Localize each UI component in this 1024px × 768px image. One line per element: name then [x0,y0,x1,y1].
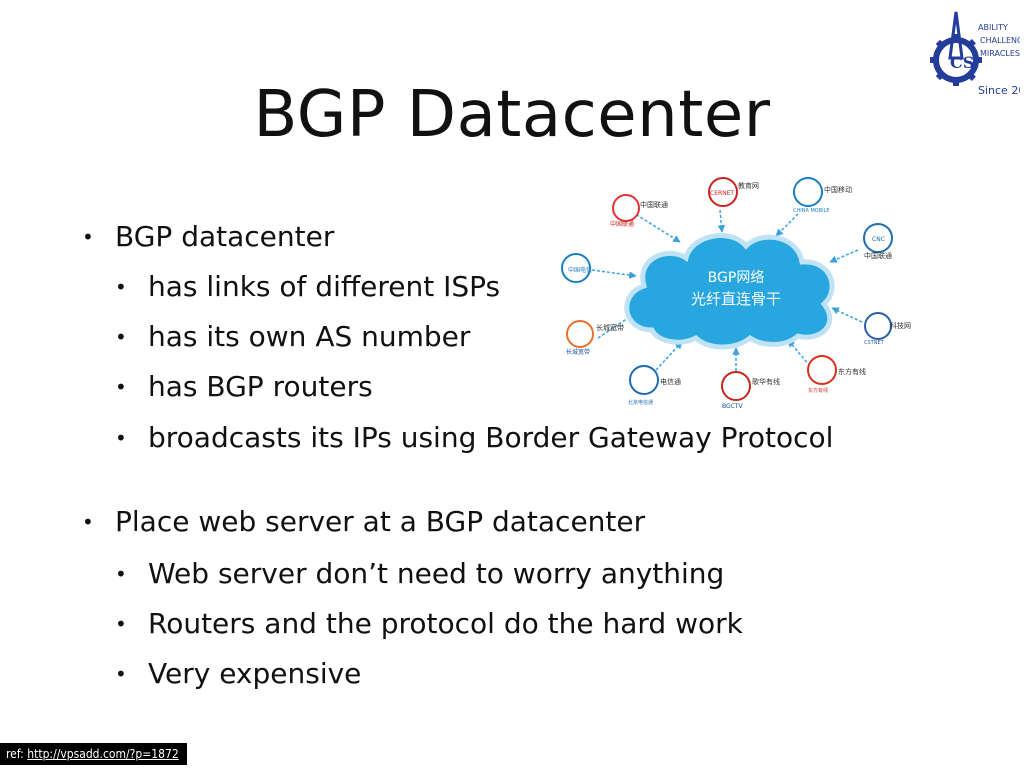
isp-node: 中国移动 CHINA MOBILE [793,177,852,214]
cloud-subtitle: 光纤直连骨干 [691,290,781,308]
svg-text:CSTNET: CSTNET [864,340,885,346]
svg-text:长城宽带: 长城宽带 [566,348,590,356]
svg-text:MIRACLES: MIRACLES [980,49,1020,58]
organization-logo: CS ABILITY CHALLENGE MIRACLES Since 2002 [930,11,1020,97]
svg-text:CS: CS [950,53,974,72]
svg-text:Since 2002: Since 2002 [978,84,1020,97]
slide-title: BGP Datacenter [253,78,771,152]
isp-node: 电信通 北京电信通 [628,365,681,406]
svg-text:歌华有线: 歌华有线 [752,377,780,386]
svg-text:东方有线: 东方有线 [808,387,828,394]
svg-text:CHALLENGE: CHALLENGE [980,36,1020,45]
bullet-item: •has BGP routers [115,370,373,403]
bgp-cloud [624,233,835,350]
bullet-item: •has its own AS number [115,320,471,353]
isp-node: 中国联通 CNC [863,223,893,260]
bullet-item: •Web server don’t need to worry anything [115,557,725,590]
svg-text:中国电信: 中国电信 [568,266,592,274]
isp-node: 中国电信 [561,253,592,283]
reference-footer: ref: http://vpsadd.com/?p=1872 [0,743,187,765]
svg-text:ABILITY: ABILITY [978,23,1008,32]
isp-node: 长城宽带 长城宽带 [566,320,624,356]
bgp-network-diagram: BGP网络 光纤直连骨干 中国联通 中国联通 CERNET 教育网 中国移动 C… [561,177,911,410]
bullet-item: •BGP datacenter [82,220,335,253]
ref-label: ref: [6,747,24,761]
bullet-item: •broadcasts its IPs using Border Gateway… [115,421,834,454]
isp-node: 东方有线 东方有线 [807,355,866,394]
svg-text:电信通: 电信通 [660,377,681,386]
svg-text:教育网: 教育网 [738,181,759,190]
isp-node: CERNET 教育网 [708,177,759,207]
svg-text:BGCTV: BGCTV [722,403,744,410]
bullet-item: •Routers and the protocol do the hard wo… [115,607,743,640]
svg-text:长城宽带: 长城宽带 [596,323,624,332]
svg-text:中国联通: 中国联通 [864,251,892,260]
cloud-title: BGP网络 [708,270,765,286]
svg-text:CERNET: CERNET [710,190,734,197]
bullet-item: •has links of different ISPs [115,270,501,303]
ref-link[interactable]: http://vpsadd.com/?p=1872 [27,747,179,761]
svg-text:北京电信通: 北京电信通 [628,399,653,406]
bullet-item: •Place web server at a BGP datacenter [82,505,646,538]
svg-text:科技网: 科技网 [890,321,911,330]
svg-text:CHINA MOBILE: CHINA MOBILE [793,208,830,214]
gear-icon [930,34,982,86]
isp-node: 科技网 CSTNET [864,312,911,346]
svg-text:CNC: CNC [872,236,885,243]
bullet-item: •Very expensive [115,657,362,690]
svg-text:东方有线: 东方有线 [838,367,866,376]
svg-text:中国联通: 中国联通 [610,220,634,228]
isp-node: 中国联通 中国联通 [610,194,668,228]
svg-text:中国移动: 中国移动 [824,185,852,194]
svg-text:中国联通: 中国联通 [640,200,668,209]
tower-icon [948,11,964,60]
isp-node: 歌华有线 BGCTV [721,371,780,410]
